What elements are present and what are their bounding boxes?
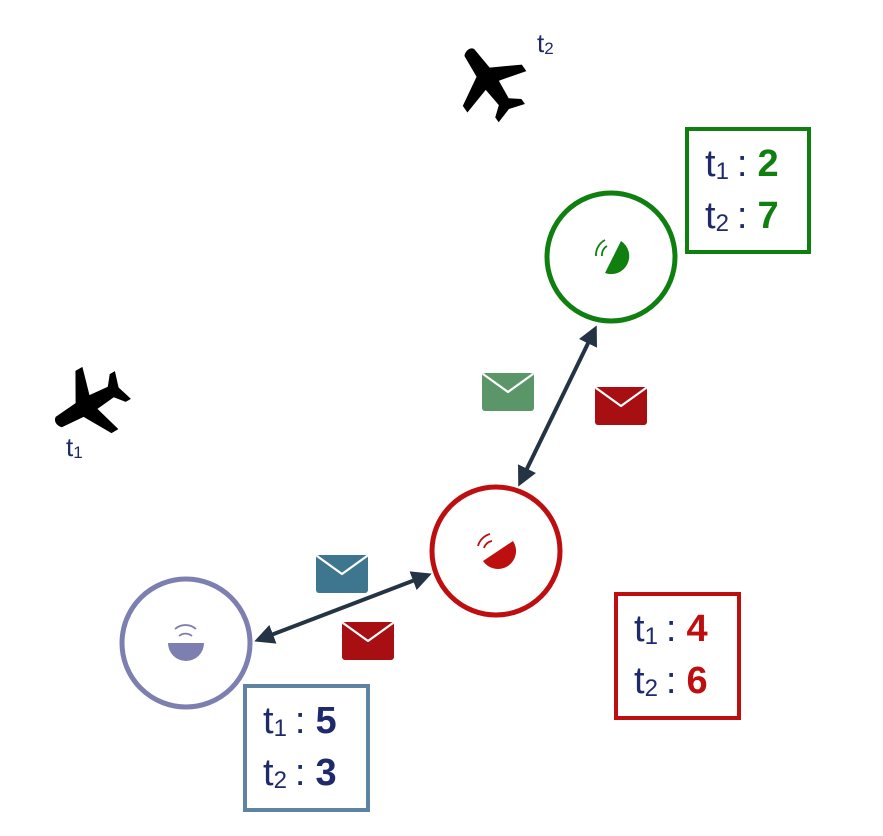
- timestamp-separator: :: [736, 195, 748, 237]
- timestamp-label-base: t: [705, 195, 716, 237]
- radar-node-green: [544, 190, 678, 324]
- timestamp-label-subscript: 1: [644, 623, 658, 650]
- envelope-icon-red-upper: [594, 386, 648, 425]
- envelope-icon-blue: [315, 554, 369, 593]
- envelope-icon-green: [481, 372, 535, 411]
- link-blue-red: [254, 571, 432, 644]
- timestamp-separator: :: [665, 608, 677, 650]
- timestamp-label-base: t: [705, 143, 716, 185]
- timestamp-row: t1 : 4: [634, 610, 737, 662]
- timestamp-label-subscript: 2: [273, 767, 287, 794]
- timestamp-label-subscript: 1: [273, 715, 287, 742]
- timestamp-box-green: t1 : 2 t2 : 7: [685, 127, 811, 254]
- radar-dish-icon: [595, 239, 630, 275]
- timestamp-row: t1 : 5: [263, 702, 366, 754]
- envelope-icon-red-lower: [341, 621, 395, 660]
- link-red-green: [518, 325, 597, 487]
- timestamp-label: t1: [263, 702, 287, 741]
- timestamp-row: t2 : 7: [705, 197, 807, 249]
- timestamp-label: t1: [634, 610, 658, 649]
- timestamp-label: t2: [263, 754, 287, 793]
- timestamp-value: 4: [686, 608, 708, 650]
- plane-label-base: t: [66, 432, 74, 462]
- timestamp-label: t1: [705, 145, 729, 184]
- timestamp-label-base: t: [634, 660, 645, 702]
- timestamp-label: t2: [634, 662, 658, 701]
- timestamp-label-subscript: 2: [715, 210, 729, 237]
- plane-label-subscript: 1: [73, 443, 83, 462]
- timestamp-value: 6: [686, 660, 708, 702]
- timestamp-label-subscript: 2: [644, 675, 658, 702]
- timestamp-separator: :: [736, 143, 748, 185]
- timestamp-separator: :: [294, 700, 306, 742]
- plane-label-subscript: 2: [544, 39, 554, 58]
- timestamp-row: t2 : 3: [263, 754, 366, 806]
- timestamp-label-base: t: [263, 752, 274, 794]
- radar-dish-icon: [168, 624, 204, 661]
- plane-label-base: t: [537, 28, 545, 58]
- timestamp-value: 2: [757, 143, 779, 185]
- timestamp-separator: :: [294, 752, 306, 794]
- timestamp-row: t2 : 6: [634, 662, 737, 714]
- timestamp-value: 3: [315, 752, 337, 794]
- plane-label-t2: t2: [537, 30, 554, 57]
- radar-dish-icon: [477, 533, 517, 570]
- timestamp-box-red: t1 : 4 t2 : 6: [614, 592, 741, 720]
- timestamp-label-base: t: [263, 700, 274, 742]
- timestamp-separator: :: [665, 660, 677, 702]
- timestamp-value: 7: [757, 195, 779, 237]
- timestamp-label: t2: [705, 197, 729, 236]
- airplane-icon-t1: [38, 353, 141, 455]
- timestamp-box-blue: t1 : 5 t2 : 3: [243, 684, 370, 812]
- radar-node-blue: [119, 576, 253, 710]
- timestamp-label-subscript: 1: [715, 158, 729, 185]
- timestamp-label-base: t: [634, 608, 645, 650]
- plane-label-t1: t1: [66, 434, 83, 461]
- timestamp-value: 5: [315, 700, 337, 742]
- radar-node-red: [429, 484, 563, 618]
- airplane-icon-t2: [438, 29, 542, 134]
- timestamp-row: t1 : 2: [705, 145, 807, 197]
